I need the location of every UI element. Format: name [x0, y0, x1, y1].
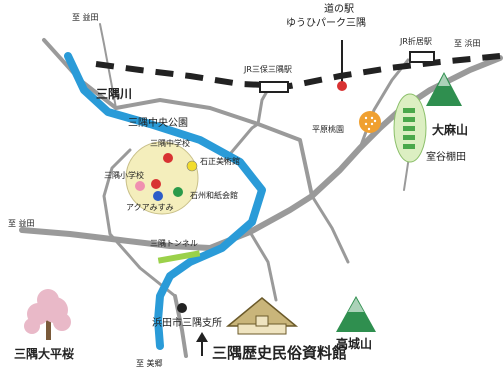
arrow-up-icon [196, 332, 208, 356]
road-main-east [309, 55, 503, 199]
label-road-misato: 至 美郷 [136, 358, 163, 368]
pink-dot-icon [135, 181, 145, 191]
cherry-tree-icon [24, 289, 71, 340]
red-circle-icon [337, 81, 347, 91]
label-jr-misumi: JR三保三隅駅 [243, 64, 292, 74]
station-rect-icon [259, 81, 289, 93]
blue-dot-icon [153, 191, 163, 201]
red-dot-icon [163, 153, 173, 163]
label-elementary: 三隅小学校 [104, 170, 144, 180]
label-junior-high: 三隅中学校 [150, 138, 190, 148]
label-road-masuda-top: 至 益田 [72, 12, 99, 22]
label-takashiro: 高城山 [336, 336, 372, 351]
map-labels: 至 益田 至 益田 至 浜田 至 美郷 道の駅 ゆうひパーク三隅 JR三保三隅駅… [8, 2, 481, 368]
label-aqua-misumi: アクアみすみ [126, 203, 174, 212]
label-museum-title: 三隅歴史民俗資料館 [212, 344, 347, 362]
mountain-icon [426, 72, 462, 106]
orchard-icon [359, 111, 381, 133]
label-michi-no-eki-2: ゆうひパーク三隅 [286, 17, 366, 29]
label-michi-no-eki-1: 道の駅 [324, 2, 354, 15]
label-misumi-river: 三隅川 [96, 86, 132, 101]
road-upper-arc [42, 38, 314, 198]
road-north-masuda [99, 23, 117, 109]
red-dot-icon [151, 179, 161, 189]
label-road-masuda-left: 至 益田 [8, 218, 35, 228]
label-central-park: 三隅中央公園 [128, 116, 188, 129]
label-ishimasa-museum: 石正美術館 [200, 156, 240, 166]
railway [95, 53, 501, 90]
label-omasan: 大麻山 [432, 122, 468, 137]
misumi-river-path [64, 52, 266, 350]
label-road-hamada: 至 浜田 [454, 38, 481, 48]
thatched-house-icon [225, 297, 299, 335]
yellow-dot-icon [186, 160, 198, 172]
road-west-loop [102, 148, 177, 298]
mountain-icon [336, 296, 376, 332]
label-misumi-tunnel: 三隅トンネル [150, 239, 198, 248]
road-branch-2 [310, 194, 350, 264]
label-muroya-terraces: 室谷棚田 [426, 150, 466, 163]
terrace-steps [403, 108, 415, 149]
railway-line [95, 53, 501, 90]
station-rect-icon [409, 51, 435, 63]
road-central-ne [223, 122, 260, 162]
misumi-tunnel-marker [157, 250, 201, 264]
label-branch-office: 浜田市三隅支所 [152, 316, 222, 329]
label-washi-hall: 石州和紙会館 [190, 190, 238, 200]
road-branch-1 [248, 230, 278, 302]
green-dot-icon [173, 187, 183, 197]
orchard-pattern [364, 116, 377, 131]
label-jr-orii: JR折居駅 [399, 36, 432, 46]
road-main-left [19, 193, 315, 251]
black-dot-icon [177, 303, 187, 313]
label-cherry-tree: 三隅大平桜 [14, 346, 74, 361]
river [64, 52, 266, 350]
label-hirabara-park: 平原桃園 [312, 124, 344, 134]
